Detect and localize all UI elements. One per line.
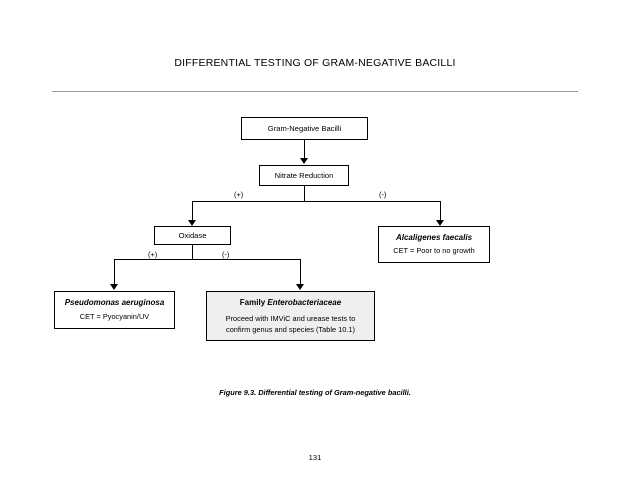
node-family-enterobacteriaceae: Family Enterobacteriaceae Proceed with I… [206,291,375,341]
edge-label-oxidase-negative: (-) [222,250,230,259]
node-label: Gram-Negative Bacilli [267,124,342,133]
node-gram-negative-bacilli: Gram-Negative Bacilli [241,117,368,140]
edge-label-oxidase-positive: (+) [148,250,158,259]
connector-nitrate-left-branch [192,201,193,222]
node-alcaligenes-faecalis: Alcaligenes faecalis CET = Poor to no gr… [378,226,490,263]
edge-label-nitrate-negative: (-) [379,190,387,199]
connector-oxidase-split [114,259,300,260]
connector-nitrate-split [192,201,440,202]
edge-label-nitrate-positive: (+) [234,190,244,199]
arrow-oxidase-to-enterobacteriaceae-icon [296,284,304,290]
node-label-italic: Enterobacteriaceae [267,298,342,308]
node-label: Pseudomonas aeruginosa [64,298,165,308]
connector-oxidase-stem [192,245,193,259]
arrow-oxidase-to-pseudomonas-icon [110,284,118,290]
arrow-nitrate-to-oxidase-icon [188,220,196,226]
connector-oxidase-right-branch [300,259,301,286]
node-detail: CET = Pyocyanin/UV [79,311,150,321]
figure-caption: Figure 9.3. Differential testing of Gram… [219,388,411,397]
node-detail: CET = Poor to no growth [393,246,475,256]
node-nitrate-reduction: Nitrate Reduction [259,165,349,186]
title-divider [52,91,578,92]
arrow-gnb-to-nitrate-icon [300,158,308,164]
connector-oxidase-left-branch [114,259,115,286]
node-label-prefix: Family [239,298,268,308]
node-oxidase: Oxidase [154,226,231,245]
connector-nitrate-stem [304,186,305,201]
node-pseudomonas-aeruginosa: Pseudomonas aeruginosa CET = Pyocyanin/U… [54,291,175,329]
node-label: Oxidase [178,231,207,240]
node-label: Family Enterobacteriaceae [240,297,341,309]
arrow-nitrate-to-alcaligenes-icon [436,220,444,226]
page-title: DIFFERENTIAL TESTING OF GRAM-NEGATIVE BA… [174,57,456,69]
node-label: Nitrate Reduction [274,171,334,180]
node-detail: Proceed with IMViC and urease tests to c… [225,313,356,334]
page-number: 131 [308,453,322,462]
connector-gnb-to-nitrate [304,140,305,160]
connector-nitrate-right-branch [440,201,441,222]
node-label: Alcaligenes faecalis [395,232,473,242]
